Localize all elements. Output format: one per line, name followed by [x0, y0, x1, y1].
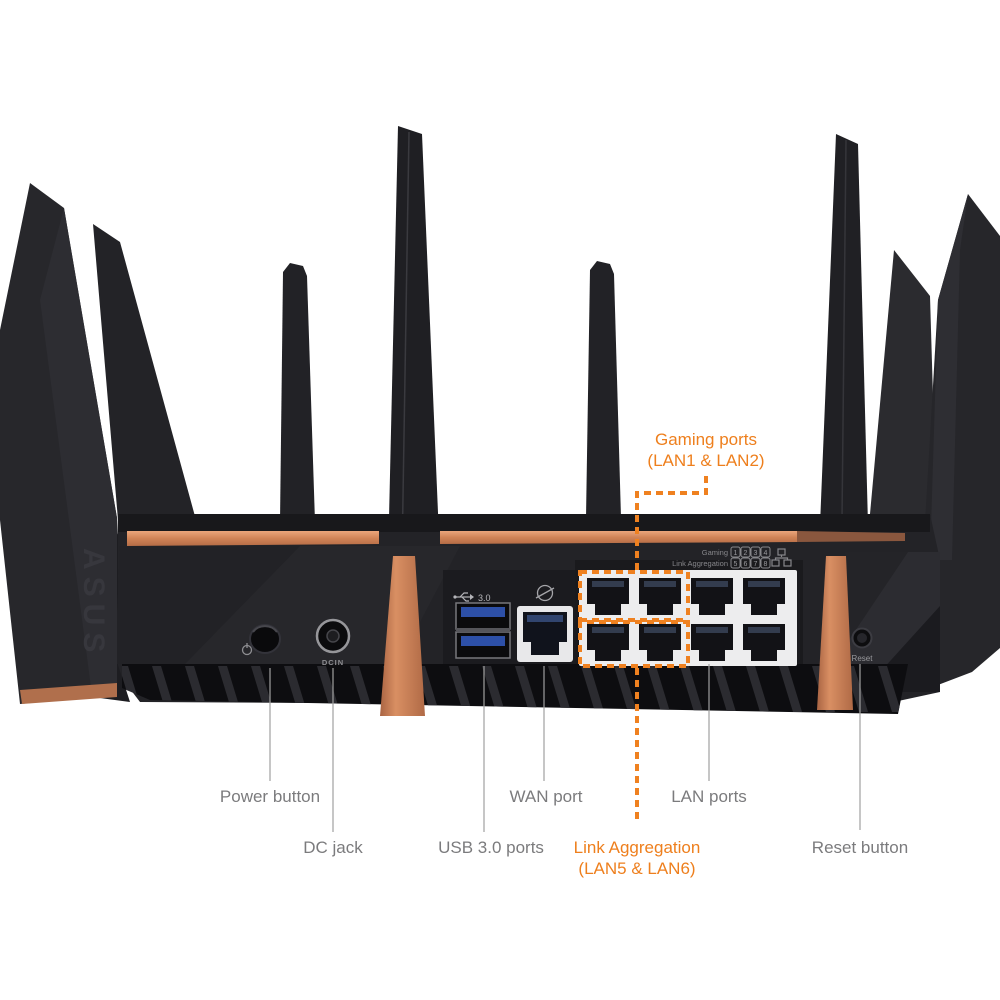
wan-port	[517, 584, 573, 662]
usb-ports: 3.0	[453, 592, 511, 659]
gaming-print: Gaming	[702, 548, 728, 557]
link-aggregation-line2: (LAN5 & LAN6)	[578, 859, 696, 878]
callout-link-aggregation: Link Aggregation (LAN5 & LAN6)	[574, 837, 701, 879]
svg-text:1: 1	[734, 550, 738, 557]
gaming-ports-outline	[578, 570, 690, 624]
power-button	[241, 624, 281, 656]
callout-wan-port: WAN port	[509, 787, 583, 806]
center-antenna-foot	[380, 556, 425, 716]
antennas	[93, 126, 1000, 688]
usb-speed-label: 3.0	[478, 593, 491, 603]
callout-power-button: Power button	[219, 787, 321, 806]
lan-port-block	[579, 570, 797, 666]
callout-dc-jack: DC jack	[303, 838, 363, 857]
svg-text:8: 8	[764, 561, 768, 568]
svg-text:4: 4	[764, 550, 768, 557]
port-number-badges: 1 2 3 4 5 6 7 8	[730, 546, 771, 569]
callout-reset-button: Reset button	[811, 838, 909, 857]
gaming-ports-line2: (LAN1 & LAN2)	[647, 451, 765, 470]
gaming-ports-line1: Gaming ports	[654, 430, 758, 449]
highlight-dashes	[578, 476, 708, 824]
dc-jack: DCIN	[315, 618, 351, 667]
link-aggregation-line1: Link Aggregation	[573, 838, 701, 857]
callout-usb-ports: USB 3.0 ports	[438, 838, 544, 857]
copper-stripe	[127, 531, 905, 546]
link-aggregation-outline	[578, 618, 690, 668]
svg-text:5: 5	[734, 561, 738, 568]
callout-gaming-ports: Gaming ports (LAN1 & LAN2)	[647, 429, 764, 471]
gaming-ports-leader	[635, 476, 708, 570]
svg-text:2: 2	[744, 550, 748, 557]
link-aggregation-print: Link Aggregation	[672, 559, 728, 568]
callout-lines	[269, 664, 861, 832]
usb-icon	[453, 592, 474, 602]
svg-text:3: 3	[754, 550, 758, 557]
svg-text:7: 7	[754, 561, 758, 568]
asus-antenna: ASUS	[0, 183, 117, 704]
svg-text:6: 6	[744, 561, 748, 568]
asus-logo: ASUS	[77, 548, 110, 659]
reset-label: Reset	[852, 654, 874, 663]
callout-lan-ports: LAN ports	[671, 787, 747, 806]
rear-panel-print: Gaming Link Aggregation 1 2 3 4 5 6 7 8	[672, 546, 792, 569]
right-antenna-foot	[817, 556, 853, 710]
lan-topology-icon	[771, 548, 792, 567]
dc-in-label: DCIN	[322, 658, 344, 667]
reset-button: Reset	[851, 627, 874, 663]
